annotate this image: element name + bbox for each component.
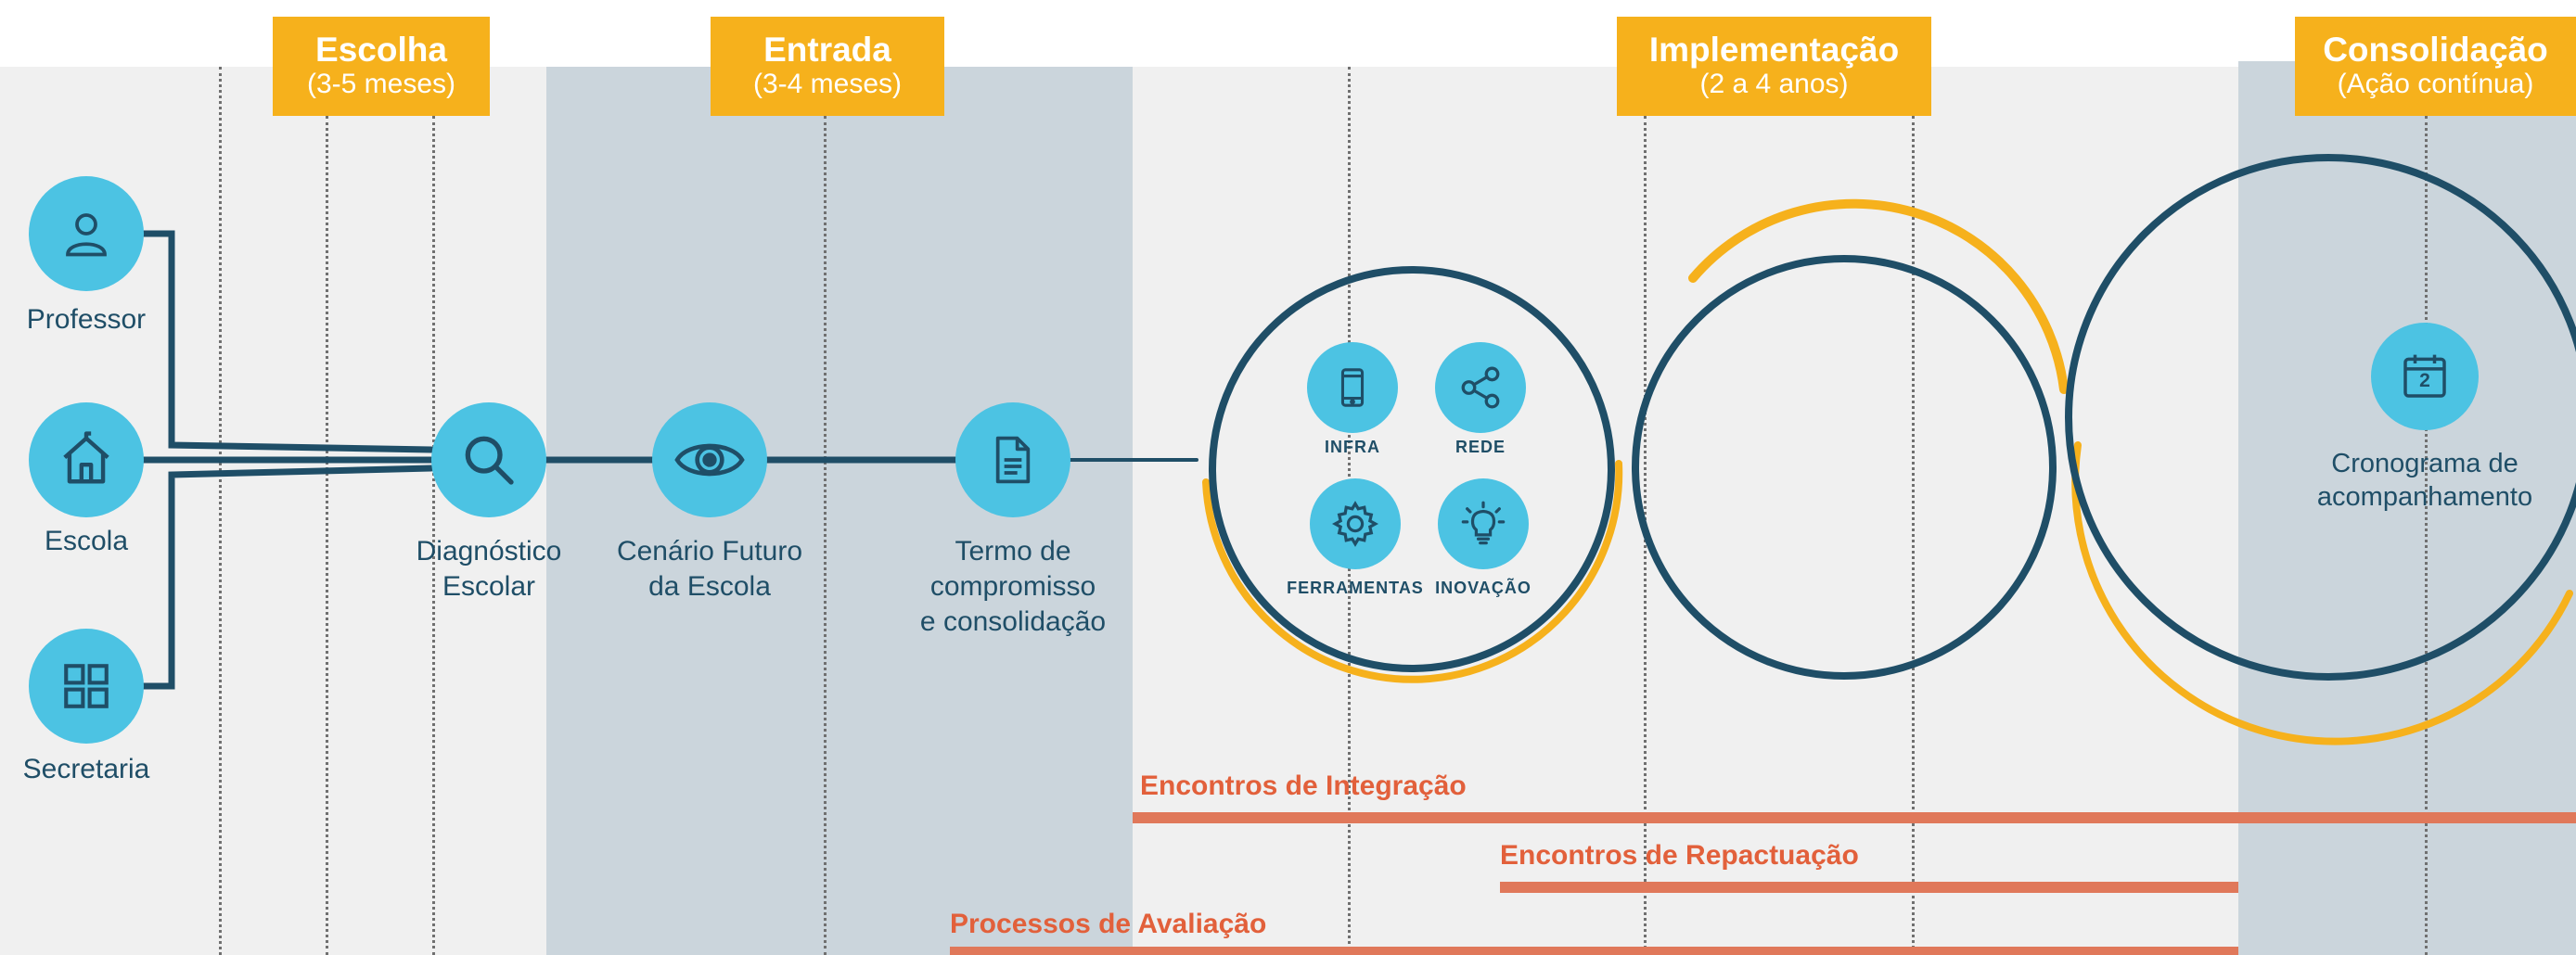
phase-duration: (3-5 meses) <box>306 69 456 99</box>
phase-duration: (3-4 meses) <box>752 69 903 99</box>
timeline-divider <box>432 116 435 955</box>
timeline-divider <box>2425 116 2428 955</box>
pillar-infra <box>1307 342 1398 433</box>
pillar-rede <box>1435 342 1526 433</box>
phase-title: Escolha <box>315 31 447 69</box>
house-icon <box>63 431 109 484</box>
background-band-light <box>0 67 2576 955</box>
step-label: Cenário Futuro da Escola <box>594 534 826 605</box>
timeline-divider <box>1912 116 1915 955</box>
pillar-label: INOVAÇÃO <box>1435 579 1532 597</box>
step-label-line: Cenário Futuro <box>616 536 803 567</box>
phase-title: Consolidação <box>2323 31 2548 69</box>
phase-title: Implementação <box>1648 31 1900 69</box>
timeline-divider <box>824 116 827 955</box>
actor-label: Secretaria <box>22 754 150 784</box>
pillar-label: REDE <box>1455 438 1506 456</box>
phase-duration: (Ação contínua) <box>2337 69 2534 99</box>
phase-duration: (2 a 4 anos) <box>1699 69 1849 99</box>
timeline-divider <box>219 67 222 955</box>
step-label-line: Termo de <box>955 536 1071 567</box>
process-bar-avaliacao <box>950 947 2238 955</box>
step-label-line: e consolidação <box>919 606 1107 637</box>
phase-header-consolidacao: Consolidação (Ação contínua) <box>2295 17 2576 116</box>
step-cenario-futuro <box>652 402 767 517</box>
pillar-label: FERRAMENTAS <box>1287 579 1424 597</box>
document-icon <box>995 436 1031 484</box>
schedule-node: 2 <box>2371 323 2479 430</box>
phone-icon <box>1340 368 1365 407</box>
phase-header-escolha: Escolha (3-5 meses) <box>273 17 490 116</box>
share-icon <box>1461 366 1500 409</box>
step-label: Termo de compromisso e consolidação <box>883 534 1143 640</box>
step-diagnostico <box>431 402 546 517</box>
step-label-line: Escolar <box>442 571 536 602</box>
step-termo-compromisso <box>955 402 1070 517</box>
calendar-icon <box>2403 354 2446 398</box>
implementation-cycle-circles <box>1202 154 2576 745</box>
schedule-label-line: Cronograma de <box>2331 449 2518 478</box>
background-band-consolidacao <box>2238 61 2576 955</box>
phase-header-implementacao: Implementação (2 a 4 anos) <box>1617 17 1931 116</box>
eye-icon <box>674 443 745 477</box>
timeline-divider <box>326 116 328 955</box>
actor-label: Escola <box>44 526 129 556</box>
user-icon <box>66 213 107 257</box>
process-bar-repactuacao <box>1500 882 2238 893</box>
actor-secretaria <box>29 629 144 744</box>
lightbulb-icon <box>1461 501 1506 545</box>
actor-escola <box>29 402 144 517</box>
phase-title: Entrada <box>763 31 891 69</box>
actor-professor <box>29 176 144 291</box>
schedule-label-line: acompanhamento <box>2316 482 2533 512</box>
process-label-avaliacao: Processos de Avaliação <box>950 909 1267 939</box>
step-label: Diagnóstico Escolar <box>373 534 605 605</box>
phase-header-entrada: Entrada (3-4 meses) <box>711 17 944 116</box>
grid-icon <box>64 664 109 708</box>
pillar-label: INFRA <box>1325 438 1380 456</box>
gear-icon <box>1331 501 1379 547</box>
pillar-ferramentas <box>1310 478 1401 569</box>
search-icon <box>465 436 514 485</box>
step-label-line: Diagnóstico <box>416 536 562 567</box>
actor-label: Professor <box>26 304 147 335</box>
step-label-line: da Escola <box>648 571 771 602</box>
step-label-line: compromisso <box>929 571 1096 602</box>
schedule-label: Cronograma de acompanhamento <box>2286 447 2564 514</box>
calendar-day-number: 2 <box>2419 370 2430 391</box>
process-label-repactuacao: Encontros de Repactuação <box>1500 840 1859 871</box>
process-label-integracao: Encontros de Integração <box>1140 770 1467 801</box>
process-bar-integracao <box>1133 812 2576 823</box>
pillar-inovacao <box>1438 478 1529 569</box>
actor-connector-lines <box>140 230 1198 690</box>
